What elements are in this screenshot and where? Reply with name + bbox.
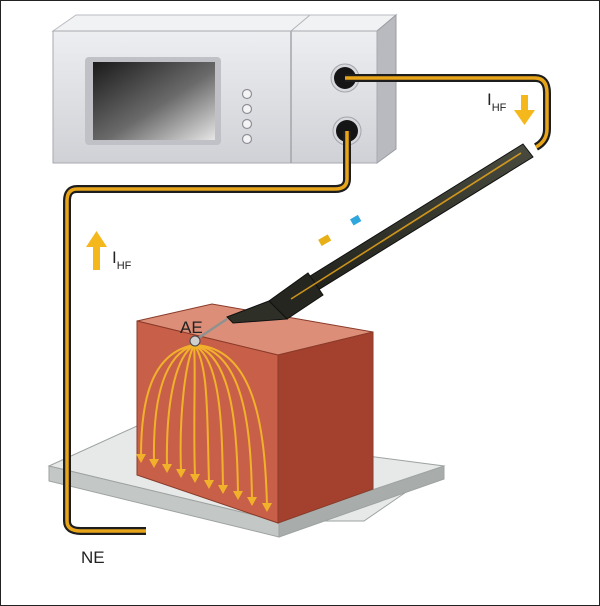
neutral-electrode-label: NE bbox=[81, 548, 105, 567]
active-electrode-handpiece bbox=[196, 143, 534, 341]
neutral-cable bbox=[63, 131, 351, 535]
active-cable bbox=[345, 74, 551, 151]
hf-generator bbox=[51, 13, 398, 164]
display-screen bbox=[85, 57, 221, 145]
arrow-down-icon bbox=[514, 95, 535, 125]
coag-button-yellow bbox=[318, 234, 332, 246]
control-buttons bbox=[241, 88, 253, 145]
arrow-up-icon bbox=[86, 231, 107, 270]
active-electrode-tip bbox=[189, 335, 201, 347]
active-electrode-label: AE bbox=[180, 318, 203, 337]
cut-button-blue bbox=[350, 214, 362, 226]
current-field-lines bbox=[140, 344, 268, 506]
current-label-right: IHF bbox=[487, 90, 507, 114]
field-line-arrowheads bbox=[136, 454, 272, 512]
current-label-left: IHF bbox=[112, 248, 132, 272]
